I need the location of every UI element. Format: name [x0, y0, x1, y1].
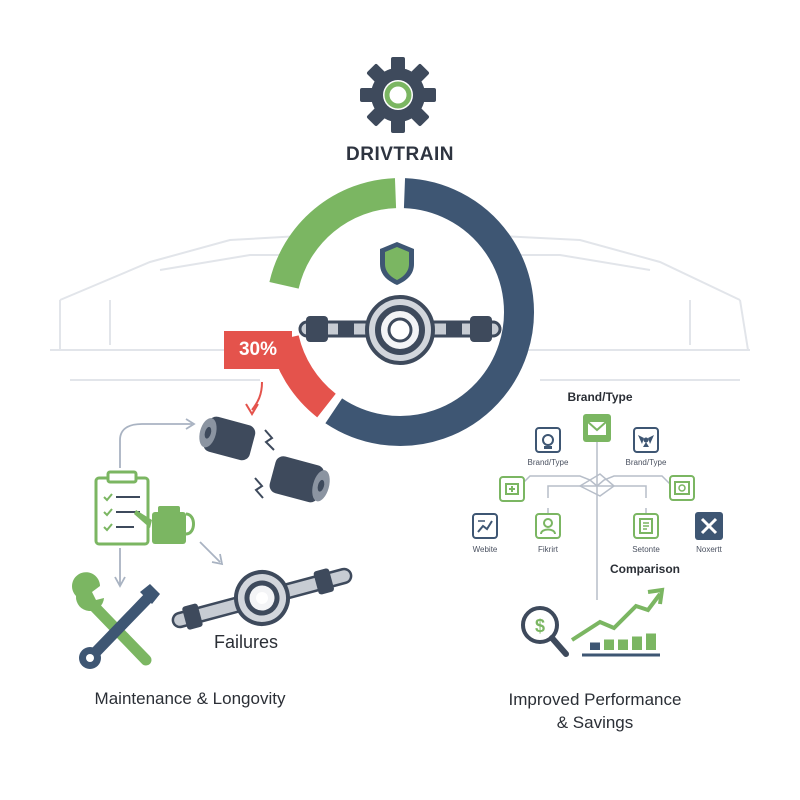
growth-bar	[604, 639, 614, 650]
car-outline-background	[50, 235, 750, 381]
gear-icon	[360, 57, 436, 133]
growth-bar	[590, 642, 600, 650]
chart-icon	[472, 513, 498, 539]
red-arrowhead	[245, 403, 259, 416]
wrench-icon	[72, 572, 160, 669]
clipboard-checklist-icon	[94, 470, 150, 546]
first-aid-icon	[499, 476, 525, 502]
person-icon	[535, 513, 561, 539]
node-label-brand-type-2: Brand/Type	[625, 458, 667, 467]
maintenance-label: Maintenance & Longovity	[94, 689, 286, 708]
connector-arrows	[114, 418, 224, 588]
performance-label-line2: & Savings	[556, 713, 634, 732]
node-label-setonte: Setonte	[632, 545, 660, 554]
envelope-icon	[583, 414, 611, 442]
node-label-brand-type-1: Brand/Type	[527, 458, 569, 467]
ring-segment-green	[269, 178, 397, 290]
close-icon	[695, 512, 723, 540]
red-arrow	[251, 381, 263, 411]
clock-icon	[669, 475, 695, 501]
magnifier-dollar-icon: $	[521, 606, 569, 657]
center-axle-icon	[298, 295, 502, 365]
comparison-label: Comparison	[609, 562, 680, 576]
performance-label: Improved Performance & Savings	[470, 688, 720, 734]
network-nodes	[472, 414, 723, 540]
performance-label-line1: Improved Performance	[508, 690, 682, 709]
intact-axle-icon	[171, 567, 353, 630]
document-icon	[633, 513, 659, 539]
growth-bar	[632, 636, 642, 650]
ring-segment-dark	[325, 178, 534, 446]
node-label-noxertt: Noxertt	[696, 545, 722, 554]
growth-bar	[618, 639, 628, 650]
oil-can-icon	[134, 506, 195, 544]
robot-icon	[535, 427, 561, 453]
page-title: DRIVTRAIN	[346, 144, 454, 165]
percentage-badge: 30%	[224, 331, 292, 369]
growth-chart-icon	[570, 587, 665, 657]
broken-coupling-icon	[199, 416, 330, 503]
svg-text:$: $	[535, 616, 545, 636]
radiation-icon	[633, 427, 659, 453]
node-label-webite: Webite	[472, 545, 498, 554]
node-label-fikrirt: Fikrirt	[538, 545, 558, 554]
growth-bar	[646, 633, 656, 650]
failures-label: Failures	[213, 632, 279, 652]
shield-icon	[380, 242, 414, 285]
brand-type-header: Brand/Type	[567, 390, 633, 404]
